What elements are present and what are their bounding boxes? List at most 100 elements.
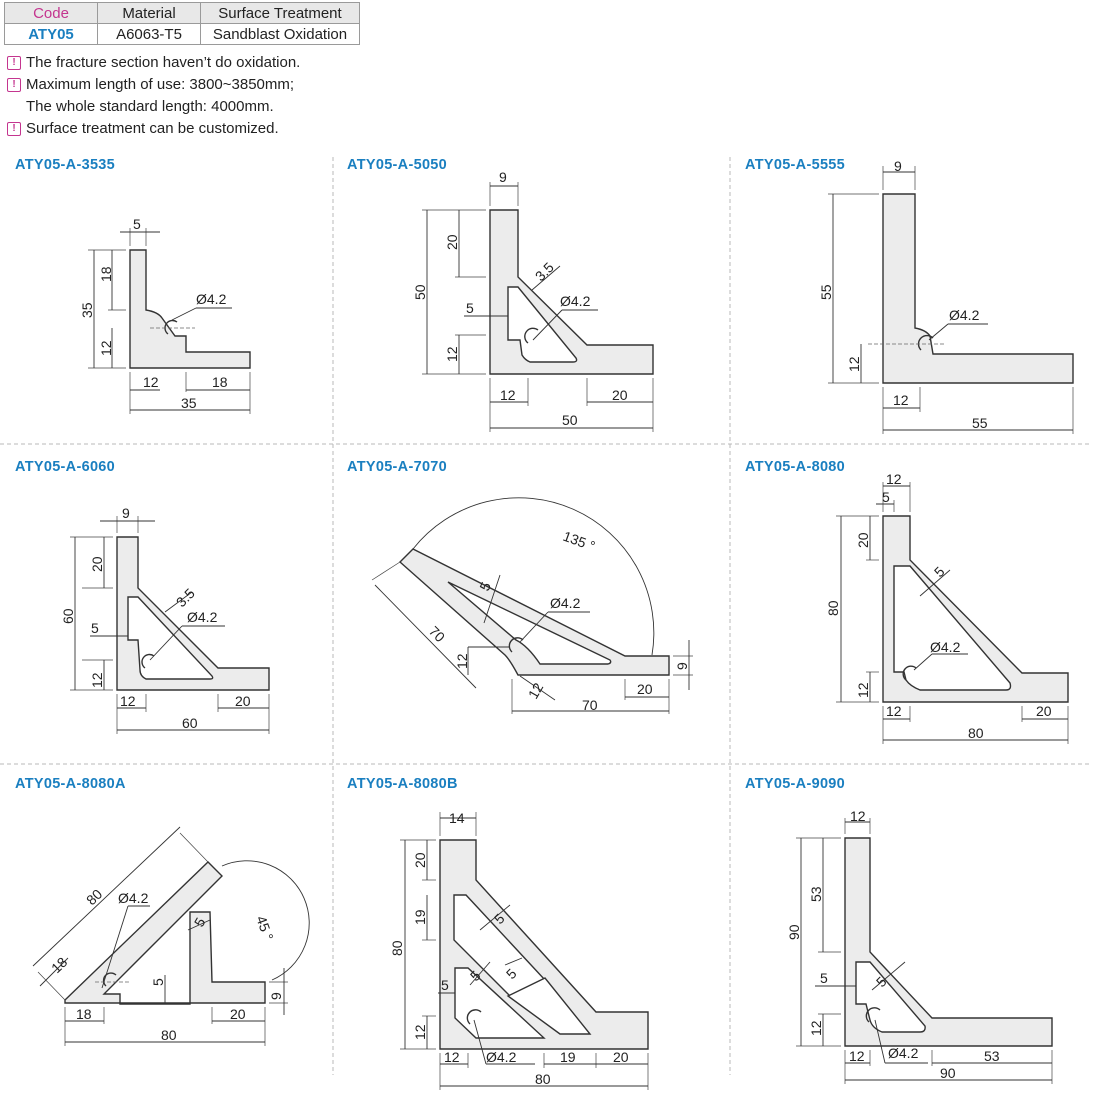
dim-label: 55	[818, 284, 834, 300]
dim-label: 80	[968, 725, 984, 741]
dim-label: 12	[412, 1024, 428, 1040]
dim-label: 12	[143, 374, 159, 390]
dim-label: 12	[893, 392, 909, 408]
drawing-8080a: 80 Ø4.2 5 45 ° 18 5 9 18 20 80	[32, 826, 310, 1046]
dim-label: Ø4.2	[888, 1045, 919, 1061]
dim-label: 19	[560, 1049, 576, 1065]
dim-label: 12	[444, 1049, 460, 1065]
dim-label: 20	[1036, 703, 1052, 719]
dim-label: 20	[89, 556, 105, 572]
dim-label: 12	[850, 808, 866, 824]
dim-label: 12	[454, 653, 470, 669]
drawing-3535: 5 18 35 12 Ø4.2 12 18 35	[79, 216, 251, 414]
dim-label: Ø4.2	[930, 639, 961, 655]
dim-label: Ø4.2	[949, 307, 980, 323]
warning-icon: !	[7, 56, 21, 70]
drawing-title-5555: ATY05-A-5555	[745, 157, 846, 173]
dim-label: 90	[786, 924, 802, 940]
warning-icon: !	[7, 122, 21, 136]
dim-label: 20	[235, 693, 251, 709]
dim-label: 12	[886, 703, 902, 719]
dim-label: 5	[820, 970, 828, 986]
dim-label: 20	[444, 234, 460, 250]
dim-label: 18	[48, 954, 70, 976]
dim-label: 5	[133, 216, 141, 232]
dim-label: 14	[449, 810, 465, 826]
cell-surface-treatment: Sandblast Oxidation	[200, 23, 360, 45]
dim-label: 18	[76, 1006, 92, 1022]
dim-label: 12	[525, 680, 547, 702]
dim-label: 45 °	[253, 914, 277, 943]
dim-label: 12	[855, 682, 871, 698]
dim-label: 20	[637, 681, 653, 697]
dim-label: 135 °	[561, 528, 597, 554]
dim-label: 18	[212, 374, 228, 390]
drawing-title-5050: ATY05-A-5050	[347, 157, 448, 173]
dim-label: 60	[60, 608, 76, 624]
header-code: Code	[4, 2, 98, 24]
dim-label: 90	[940, 1065, 956, 1081]
dim-label: 20	[855, 532, 871, 548]
note-text: Surface treatment can be customized.	[26, 120, 279, 137]
notes-list: ! The fracture section haven’t do oxidat…	[6, 52, 300, 140]
drawing-8080b: 14 20 19 80 5 5 5 5 12 Ø4.2 12 19 20 80	[389, 810, 649, 1090]
dim-label: 53	[984, 1048, 1000, 1064]
dim-label: 12	[846, 356, 862, 372]
note-text: Maximum length of use: 3800~3850mm;	[26, 76, 295, 93]
drawing-title-7070: ATY05-A-7070	[347, 459, 448, 475]
dim-label: 9	[268, 992, 284, 1000]
drawing-9090: 12 53 90 5 5 12 Ø4.2 12 53 90	[786, 808, 1053, 1084]
dim-label: 5	[466, 300, 474, 316]
dim-label: Ø4.2	[560, 293, 591, 309]
dim-label: 5	[441, 977, 449, 993]
dim-label: 5	[931, 563, 948, 580]
drawing-5050: 9 20 50 3.5 Ø4.2 5 12 12 20 50	[412, 169, 654, 432]
spec-header-row: Code Material Surface Treatment	[4, 2, 360, 24]
dim-label: 3.5	[173, 585, 198, 610]
drawing-5555: 9 55 Ø4.2 12 12 55	[818, 158, 1074, 434]
dim-label: 20	[612, 387, 628, 403]
dim-label: 5	[150, 978, 166, 986]
note-text: The fracture section haven’t do oxidatio…	[26, 54, 301, 71]
dim-label: 80	[161, 1027, 177, 1043]
dim-label: Ø4.2	[118, 890, 149, 906]
drawing-title-9090: ATY05-A-9090	[745, 776, 846, 792]
spec-row: ATY05 A6063-T5 Sandblast Oxidation	[4, 23, 360, 45]
dim-label: 12	[808, 1020, 824, 1036]
dim-label: Ø4.2	[187, 609, 218, 625]
grid-separators	[0, 157, 1090, 1075]
header-material: Material	[97, 2, 201, 24]
dim-label: 20	[412, 852, 428, 868]
dim-label: 50	[412, 284, 428, 300]
dim-label: 50	[562, 412, 578, 428]
dim-label: 35	[79, 302, 95, 318]
dim-label: 3.5	[532, 259, 557, 284]
dim-label: 80	[83, 886, 105, 908]
drawing-title-8080b: ATY05-A-8080B	[347, 776, 458, 792]
dim-label: 80	[535, 1071, 551, 1087]
dim-label: 5	[882, 489, 890, 505]
note-item: ! Surface treatment can be customized.	[6, 118, 300, 140]
dim-label: 9	[122, 505, 130, 521]
dim-label: 80	[825, 600, 841, 616]
drawing-title-3535: ATY05-A-3535	[15, 157, 116, 173]
dim-label: 20	[613, 1049, 629, 1065]
dim-label: 80	[389, 940, 405, 956]
warning-icon: !	[7, 78, 21, 92]
drawing-title-6060: ATY05-A-6060	[15, 459, 116, 475]
drawing-6060: 9 20 60 3.5 Ø4.2 5 12 12 20 60	[60, 505, 270, 734]
dim-label: 55	[972, 415, 988, 431]
dim-label: 12	[500, 387, 516, 403]
dim-label: 12	[98, 340, 114, 356]
dim-label: 5	[91, 620, 99, 636]
dim-label: 70	[582, 697, 598, 713]
dim-label: 53	[808, 886, 824, 902]
dim-label: 12	[120, 693, 136, 709]
dim-label: 60	[182, 715, 198, 731]
note-item: ! The fracture section haven’t do oxidat…	[6, 52, 300, 74]
note-item: ! Maximum length of use: 3800~3850mm; Th…	[6, 74, 300, 118]
drawing-8080: 12 5 20 80 5 Ø4.2 12 12 20 80	[825, 471, 1069, 744]
dim-label: 9	[499, 169, 507, 185]
dim-label: 18	[98, 266, 114, 282]
